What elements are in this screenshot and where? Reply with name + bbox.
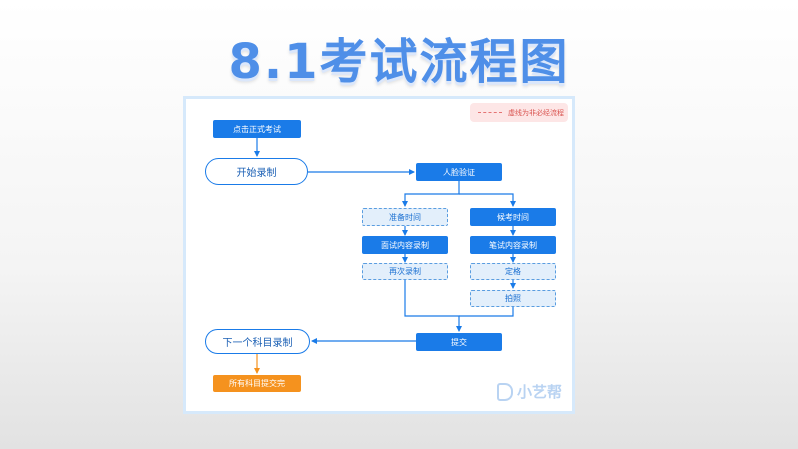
node-start-recording: 开始录制	[205, 158, 308, 185]
node-re-record: 再次录制	[362, 263, 448, 280]
node-interview-record: 面试内容录制	[362, 236, 448, 254]
node-photo: 拍照	[470, 290, 556, 307]
connector-face-to-prep	[402, 180, 460, 207]
connector-rerecord-to-submit	[404, 279, 462, 332]
node-submit: 提交	[416, 333, 502, 351]
node-click-exam: 点击正式考试	[213, 120, 301, 138]
brand-name: 小艺帮	[517, 383, 563, 401]
legend-label: 虚线为非必经流程	[508, 108, 564, 117]
node-framing: 定格	[470, 263, 556, 280]
connector-face-to-wait	[459, 193, 516, 207]
node-wait-time: 候考时间	[470, 208, 556, 226]
node-face-verify: 人脸验证	[416, 163, 502, 181]
page-title: 8.1考试流程图	[228, 34, 570, 90]
brand-watermark: 小艺帮	[497, 381, 562, 402]
flowchart-panel	[183, 96, 575, 414]
connector-photo-to-submit	[459, 306, 514, 317]
legend: 虚线为非必经流程	[470, 103, 568, 122]
node-written-record: 笔试内容录制	[470, 236, 556, 254]
legend-dash-line	[478, 112, 502, 113]
node-all-done: 所有科目提交完	[213, 375, 301, 392]
xiaoyibang-logo-icon	[497, 382, 513, 401]
node-prep-time: 准备时间	[362, 208, 448, 226]
node-next-subject: 下一个科目录制	[205, 329, 310, 354]
